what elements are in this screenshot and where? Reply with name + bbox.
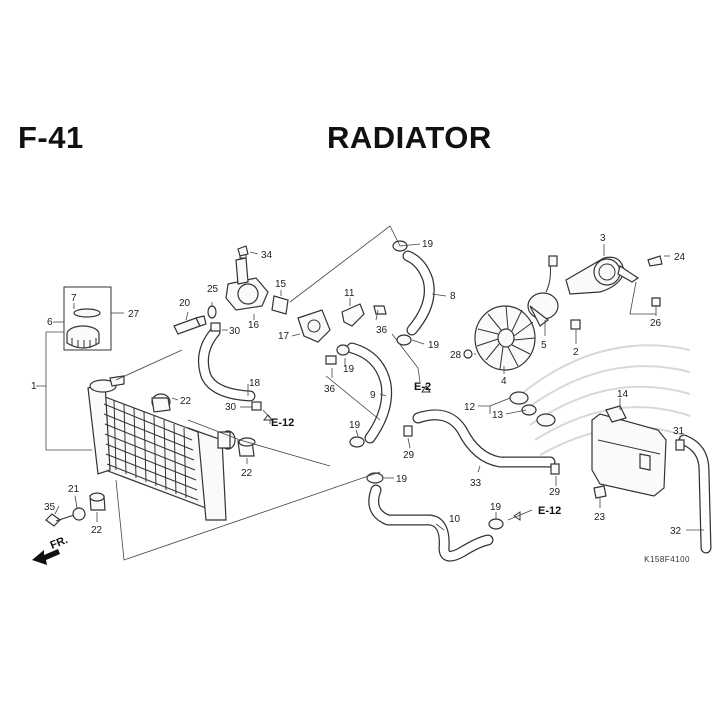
callout-11[interactable]: 11 (344, 288, 355, 299)
clamp-19f[interactable] (488, 518, 504, 530)
callout-15[interactable]: 15 (275, 279, 287, 290)
ref-e12-upper: E-12 (271, 417, 294, 429)
callout-3[interactable]: 3 (600, 233, 606, 244)
callout-25[interactable]: 25 (207, 284, 219, 295)
tank-cap-12[interactable] (509, 391, 556, 427)
callout-26[interactable]: 26 (650, 318, 662, 329)
callout-24[interactable]: 24 (674, 252, 686, 263)
clamp-19d[interactable] (349, 436, 365, 448)
sensor-20[interactable] (173, 315, 207, 335)
clip-31[interactable] (675, 439, 685, 451)
callout-numbers: 1 2 3 4 5 6 7 8 9 10 11 12 13 14 15 16 1… (31, 233, 686, 537)
hose-18[interactable] (198, 326, 256, 402)
ref-arrows (262, 385, 521, 521)
collar-21[interactable] (72, 507, 86, 521)
reserve-tank[interactable] (591, 405, 667, 497)
nut-2[interactable] (570, 319, 581, 330)
callout-8[interactable]: 8 (450, 291, 456, 302)
callout-30b[interactable]: 30 (225, 402, 237, 413)
callout-19d[interactable]: 19 (349, 420, 361, 431)
callout-21[interactable]: 21 (68, 484, 80, 495)
callout-16[interactable]: 16 (248, 320, 260, 331)
cushion-22c[interactable] (89, 492, 106, 511)
callout-34[interactable]: 34 (261, 250, 273, 261)
radiator-fins (103, 399, 199, 501)
radiator[interactable] (87, 375, 236, 521)
bolt-35[interactable] (45, 513, 75, 527)
fan-shroud[interactable] (565, 256, 640, 295)
cushion-22b[interactable] (237, 437, 256, 457)
callout-23[interactable]: 23 (594, 512, 606, 523)
callout-14[interactable]: 14 (617, 389, 629, 400)
callout-20[interactable]: 20 (179, 298, 191, 309)
callout-7[interactable]: 7 (71, 293, 77, 304)
front-marker: FR. (49, 534, 70, 552)
callout-19a[interactable]: 19 (422, 239, 434, 250)
radiator-cap[interactable] (63, 286, 112, 351)
cooling-fan[interactable] (474, 305, 536, 371)
callout-19c[interactable]: 19 (343, 364, 355, 375)
section-number: F-41 (18, 120, 84, 155)
callout-19e[interactable]: 19 (396, 474, 408, 485)
callout-17[interactable]: 17 (278, 331, 290, 342)
callout-12[interactable]: 12 (464, 402, 476, 413)
callout-19f[interactable]: 19 (490, 502, 502, 513)
callout-36b[interactable]: 36 (324, 384, 336, 395)
callout-22b[interactable]: 22 (241, 468, 253, 479)
callout-32[interactable]: 32 (670, 526, 682, 537)
bolt-36[interactable] (325, 305, 387, 365)
figure-code: K158F4100 (644, 555, 690, 564)
callout-5[interactable]: 5 (541, 340, 547, 351)
callout-29b[interactable]: 29 (549, 487, 561, 498)
callout-22c[interactable]: 22 (91, 525, 103, 536)
bolt-34[interactable] (237, 245, 249, 257)
fan-motor[interactable] (527, 255, 559, 327)
ref-e2: E-2 (414, 381, 431, 393)
callout-29a[interactable]: 29 (403, 450, 415, 461)
callout-31[interactable]: 31 (673, 426, 685, 437)
callout-6[interactable]: 6 (47, 317, 53, 328)
clip-30a[interactable] (210, 322, 221, 332)
clip-29a[interactable] (403, 425, 413, 437)
callout-30a[interactable]: 30 (229, 326, 241, 337)
callout-33[interactable]: 33 (470, 478, 482, 489)
bracket-11[interactable] (341, 303, 365, 327)
o-ring-25[interactable] (207, 305, 217, 319)
callout-27[interactable]: 27 (128, 309, 140, 320)
front-arrow-icon (32, 549, 60, 565)
fitting-15[interactable] (271, 295, 289, 315)
callout-35[interactable]: 35 (44, 502, 56, 513)
callout-19b[interactable]: 19 (428, 340, 440, 351)
ref-e12-lower: E-12 (538, 505, 561, 517)
cushion-22a[interactable] (151, 393, 171, 413)
hose-9[interactable] (346, 342, 393, 444)
fan-nut-28[interactable] (463, 349, 473, 359)
callout-2[interactable]: 2 (573, 347, 579, 358)
clamp-19e[interactable] (366, 472, 384, 484)
bolt-23[interactable] (593, 485, 607, 499)
screw-24[interactable] (647, 255, 663, 267)
callout-13[interactable]: 13 (492, 410, 504, 421)
callout-1[interactable]: 1 (31, 381, 37, 392)
hose-32[interactable] (678, 434, 712, 554)
callout-36a[interactable]: 36 (376, 325, 388, 336)
hose-8[interactable] (402, 250, 435, 336)
clamp-19c[interactable] (336, 344, 350, 356)
callout-10[interactable]: 10 (449, 514, 461, 525)
water-joint-17[interactable] (297, 309, 331, 343)
hose-10[interactable] (368, 484, 494, 562)
callout-18[interactable]: 18 (249, 378, 261, 389)
bolt-26[interactable] (651, 297, 661, 307)
callout-22a[interactable]: 22 (180, 396, 192, 407)
hose-33[interactable] (412, 409, 556, 468)
clip-30b[interactable] (251, 401, 262, 411)
callout-28[interactable]: 28 (450, 350, 462, 361)
page-title: RADIATOR (327, 120, 492, 155)
callout-9[interactable]: 9 (370, 390, 376, 401)
callout-4[interactable]: 4 (501, 376, 507, 387)
clip-29b[interactable] (550, 463, 560, 475)
